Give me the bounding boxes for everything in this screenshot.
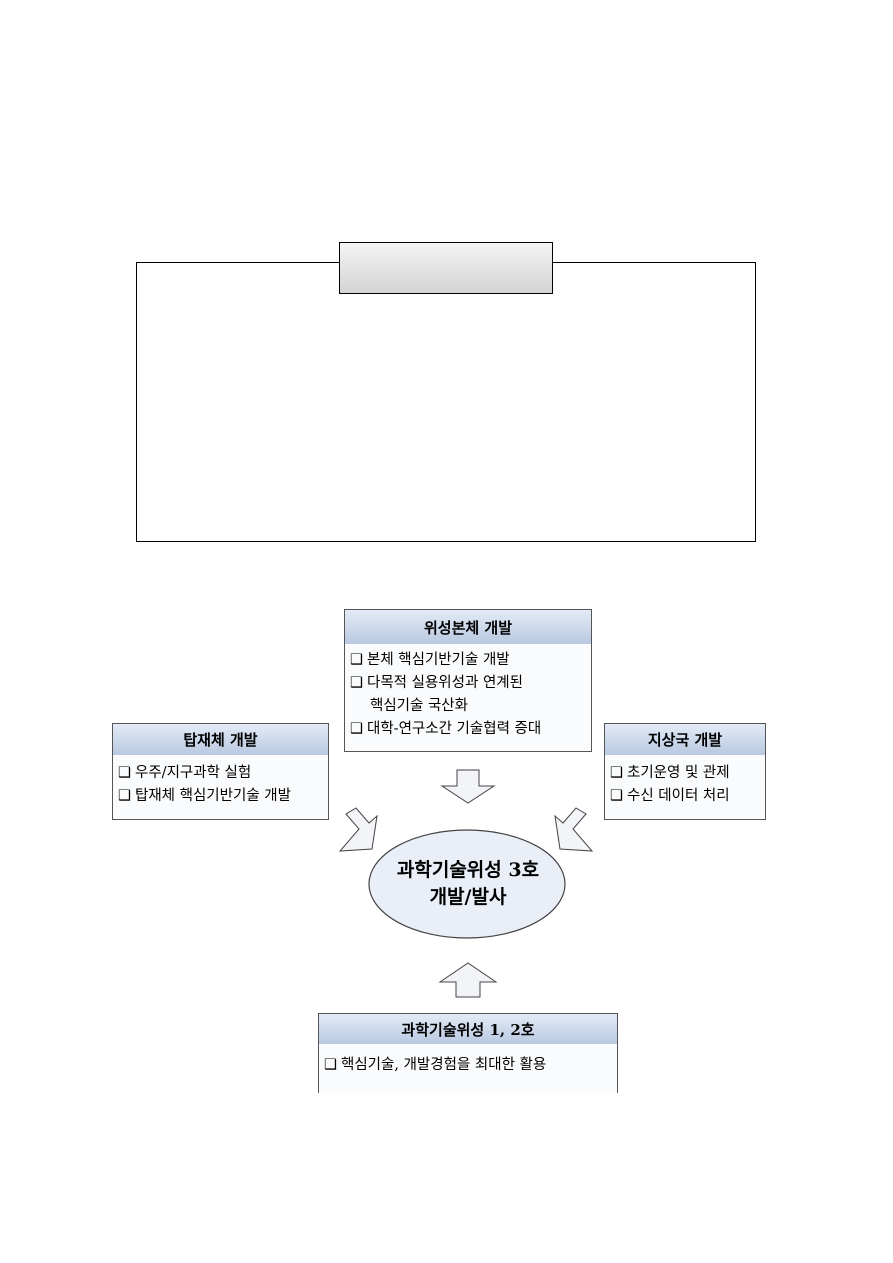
list-item: ❑수신 데이터 처리 (610, 785, 765, 808)
frame-header-tab (339, 242, 553, 294)
list-item: ❑우주/지구과학 실험 (118, 762, 328, 785)
box-body: ❑핵심기술, 개발경험을 최대한 활용 (319, 1044, 617, 1093)
box-body: ❑본체 핵심기반기술 개발 ❑다목적 실용위성과 연계된 핵심기술 국산화 ❑대… (345, 644, 591, 751)
list-item-continuation: 핵심기술 국산화 (370, 698, 468, 714)
checkbox-bullet-icon: ❑ (350, 675, 363, 691)
center-ellipse (368, 829, 566, 939)
center-label: 과학기술위성 3호 개발/발사 (370, 834, 566, 934)
content-frame (136, 262, 756, 542)
checkbox-bullet-icon: ❑ (610, 765, 623, 781)
box-title: 위성본체 개발 (345, 610, 591, 645)
list-item: ❑본체 핵심기반기술 개발 (350, 649, 591, 672)
arrow-up (438, 962, 498, 998)
box-title: 과학기술위성 1, 2호 (319, 1014, 617, 1045)
checkbox-bullet-icon: ❑ (118, 788, 131, 804)
list-item: ❑다목적 실용위성과 연계된 (350, 672, 591, 695)
box-ground-station: 지상국 개발 ❑초기운영 및 관제 ❑수신 데이터 처리 (604, 723, 766, 820)
box-title: 탑재체 개발 (113, 724, 328, 756)
checkbox-bullet-icon: ❑ (350, 721, 363, 737)
box-title: 지상국 개발 (605, 724, 765, 756)
box-payload: 탑재체 개발 ❑우주/지구과학 실험 ❑탑재체 핵심기반기술 개발 (112, 723, 329, 820)
checkbox-bullet-icon: ❑ (350, 652, 363, 668)
checkbox-bullet-icon: ❑ (324, 1057, 337, 1073)
checkbox-bullet-icon: ❑ (610, 788, 623, 804)
box-body: ❑초기운영 및 관제 ❑수신 데이터 처리 (605, 755, 765, 819)
box-satellite-bus: 위성본체 개발 ❑본체 핵심기반기술 개발 ❑다목적 실용위성과 연계된 핵심기… (344, 609, 592, 752)
center-label-line1: 과학기술위성 3호 (396, 859, 540, 881)
arrow-right-diagonal (554, 807, 594, 852)
box-prior-satellites: 과학기술위성 1, 2호 ❑핵심기술, 개발경험을 최대한 활용 (318, 1013, 618, 1093)
list-item: ❑핵심기술, 개발경험을 최대한 활용 (324, 1054, 617, 1077)
list-item: ❑초기운영 및 관제 (610, 762, 765, 785)
arrow-down (440, 769, 496, 804)
box-body: ❑우주/지구과학 실험 ❑탑재체 핵심기반기술 개발 (113, 755, 328, 819)
list-item: ❑대학-연구소간 기술협력 증대 (350, 718, 591, 741)
checkbox-bullet-icon: ❑ (118, 765, 131, 781)
center-label-line2: 개발/발사 (429, 886, 507, 908)
list-item: ❑탑재체 핵심기반기술 개발 (118, 785, 328, 808)
arrow-left-diagonal (338, 807, 378, 852)
